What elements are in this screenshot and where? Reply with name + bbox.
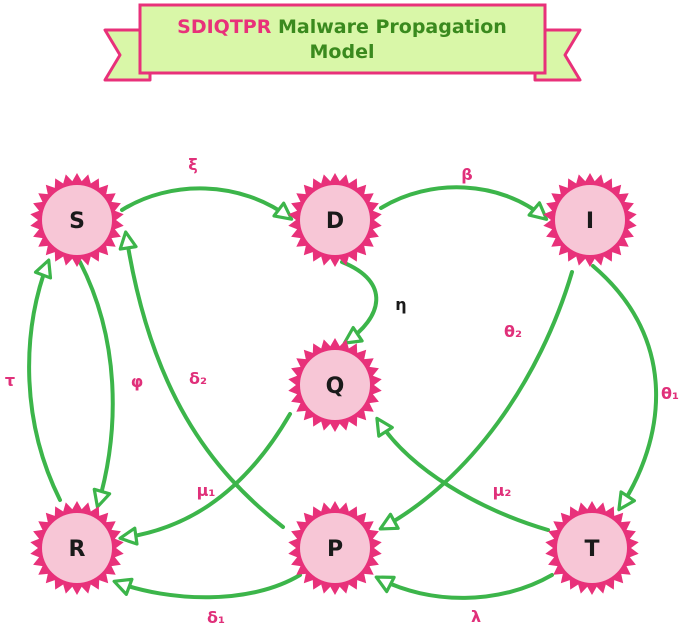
title-banner: SDIQTPR Malware Propagation Model: [103, 3, 582, 82]
edge-r-to-s: [27, 258, 62, 502]
edge-i-to-t: [591, 264, 658, 512]
edges: [27, 185, 658, 600]
node-s: S: [30, 173, 124, 267]
rate-label-mu1: μ₁: [197, 481, 216, 500]
node-label: T: [584, 537, 599, 562]
node-label: S: [69, 209, 85, 234]
edge-d-to-q: [340, 260, 379, 345]
node-p: P: [288, 501, 382, 595]
node-d: D: [288, 173, 382, 267]
node-q: Q: [288, 338, 382, 432]
rate-label-phi: φ: [131, 372, 144, 391]
node-label: R: [69, 537, 86, 562]
node-fill: [557, 513, 627, 583]
node-fill: [555, 185, 625, 255]
rate-label-lambda: λ: [471, 607, 481, 626]
node-fill: [300, 350, 370, 420]
diagram-title-line2: Model: [310, 41, 375, 63]
rate-label-xi: ξ: [188, 155, 197, 174]
edge-i-to-p: [378, 270, 574, 531]
node-label: D: [326, 209, 344, 234]
edge-s-to-r: [78, 260, 115, 509]
rate-label-theta2: θ₂: [504, 322, 522, 341]
edge-p-to-r: [112, 573, 302, 600]
node-label: Q: [326, 374, 345, 399]
node-t: T: [545, 501, 639, 595]
node-r: R: [30, 501, 124, 595]
node-i: I: [543, 173, 637, 267]
rate-label-theta1: θ₁: [661, 384, 679, 403]
edge-t-to-q: [375, 416, 550, 532]
title-accent: SDIQTPR: [177, 16, 272, 38]
node-fill: [300, 513, 370, 583]
rate-label-delta2: δ₂: [189, 369, 207, 388]
rate-labels: ξ β η θ₂ θ₁ φ τ δ₂ μ₁ μ₂ δ₁ λ: [5, 155, 679, 627]
edge-d-to-i: [379, 185, 549, 221]
rate-label-eta: η: [395, 295, 406, 314]
node-fill: [42, 513, 112, 583]
edge-t-to-p: [374, 573, 554, 600]
banner-body: [138, 3, 547, 75]
rate-label-mu2: μ₂: [493, 481, 512, 500]
rate-label-tau: τ: [5, 371, 15, 390]
rate-label-delta1: δ₁: [207, 608, 225, 627]
node-label: I: [586, 209, 594, 234]
node-fill: [42, 185, 112, 255]
node-label: P: [327, 537, 343, 562]
rate-label-beta: β: [461, 165, 472, 184]
edge-s-to-d: [120, 186, 294, 221]
title-rest: Malware Propagation: [278, 16, 507, 38]
node-fill: [300, 185, 370, 255]
edge-p-to-s: [118, 230, 285, 529]
diagram-title-line1: SDIQTPR Malware Propagation: [177, 16, 507, 38]
edge-q-to-r: [118, 412, 292, 546]
nodes: S D I Q R P T: [30, 173, 639, 595]
